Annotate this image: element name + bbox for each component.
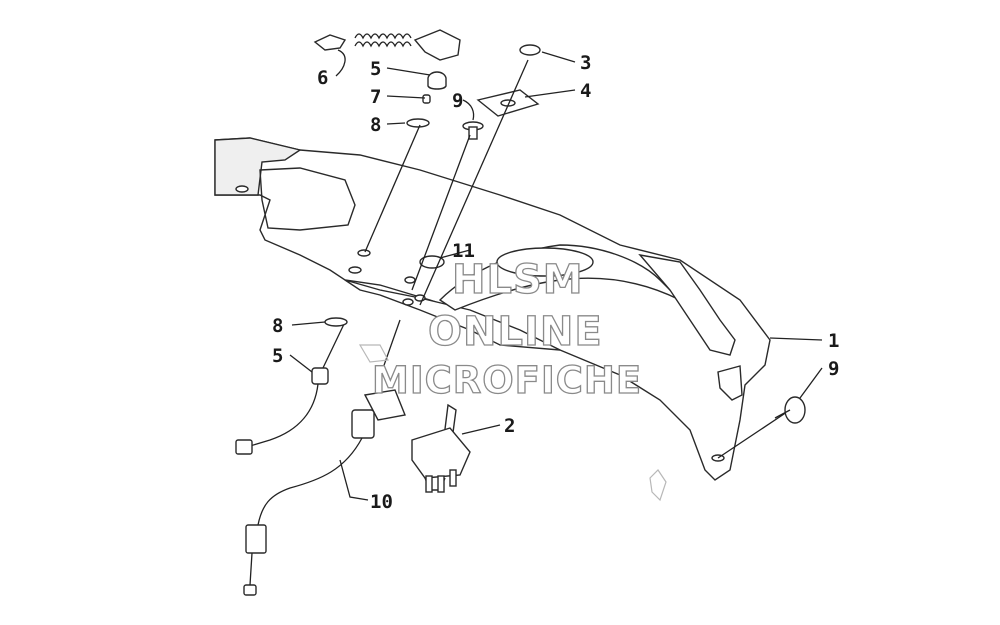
callout-2: 2 (504, 415, 515, 437)
callout-10: 10 (370, 491, 393, 513)
washer-left (324, 317, 348, 327)
push-screw-right (774, 396, 806, 424)
bezel-plate (476, 89, 540, 117)
bulb-socket-harness (243, 344, 406, 596)
callout-leaders (289, 49, 823, 501)
tether-cord-coil (313, 29, 461, 61)
small-screw (422, 94, 431, 104)
watermark-line-1: HLSM (452, 257, 584, 303)
callout-7: 7 (370, 86, 381, 108)
callout-8-left: 8 (272, 315, 283, 337)
watermark-line-3: MICROFICHE (372, 359, 642, 402)
sensor-with-lead (235, 367, 329, 455)
ring (519, 44, 541, 56)
callout-3: 3 (580, 52, 591, 74)
toggle-switch (411, 403, 471, 493)
callout-9-top: 9 (452, 90, 463, 112)
assembly-axis-lines (321, 59, 791, 459)
callout-5-left: 5 (272, 345, 283, 367)
watermark-line-2: ONLINE (428, 309, 603, 355)
callout-1: 1 (828, 330, 839, 352)
callout-5-top: 5 (370, 58, 381, 80)
push-screw-top (462, 121, 484, 140)
watermark: HLSM ONLINE MICROFICHE (371, 256, 642, 402)
clip-ghost (649, 469, 667, 502)
callout-4: 4 (580, 80, 591, 102)
callout-6: 6 (317, 67, 328, 89)
key-cap (427, 71, 447, 90)
washer-top (406, 118, 430, 128)
callout-8-top: 8 (370, 114, 381, 136)
callout-11: 11 (452, 240, 475, 262)
console-panel (214, 137, 771, 481)
callout-9-right: 9 (828, 358, 839, 380)
